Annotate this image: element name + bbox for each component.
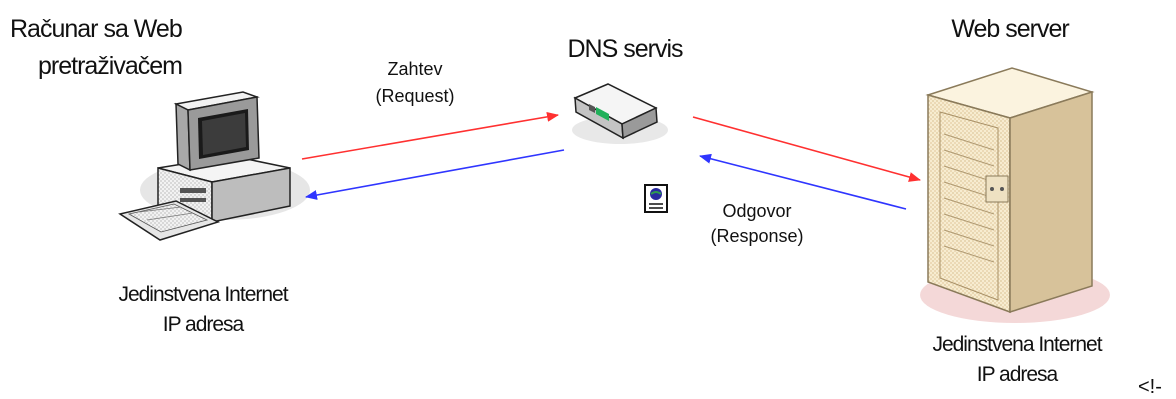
server-title: Web server	[951, 15, 1069, 43]
trailing-text-fragment: <!-	[1138, 376, 1162, 398]
computer-icon	[118, 91, 310, 241]
server-tower-icon	[920, 67, 1110, 323]
response-label-line2: (Response)	[710, 226, 804, 246]
request-label-line2: (Request)	[375, 86, 455, 106]
request-arrow-client-to-dns	[301, 111, 559, 160]
server-ip-line2: IP adresa	[976, 363, 1059, 386]
document-globe-icon	[644, 184, 668, 213]
request-arrow-dns-to-server	[692, 116, 921, 182]
client-title-line1: Računar sa Web	[10, 15, 183, 43]
response-label-line1: Odgovor	[722, 201, 792, 221]
client-title-line2: pretraživačem	[38, 52, 183, 80]
server-ip-line1: Jedinstvena Internet	[932, 333, 1102, 356]
router-icon	[572, 83, 668, 144]
response-arrow-server-to-dns	[699, 153, 907, 210]
client-ip-line1: Jedinstvena Internet	[118, 283, 288, 306]
request-label-line1: Zahtev	[387, 59, 443, 79]
client-ip-line2: IP adresa	[162, 313, 245, 336]
response-arrow-dns-to-client	[305, 149, 565, 200]
dns-title: DNS servis	[567, 35, 683, 63]
